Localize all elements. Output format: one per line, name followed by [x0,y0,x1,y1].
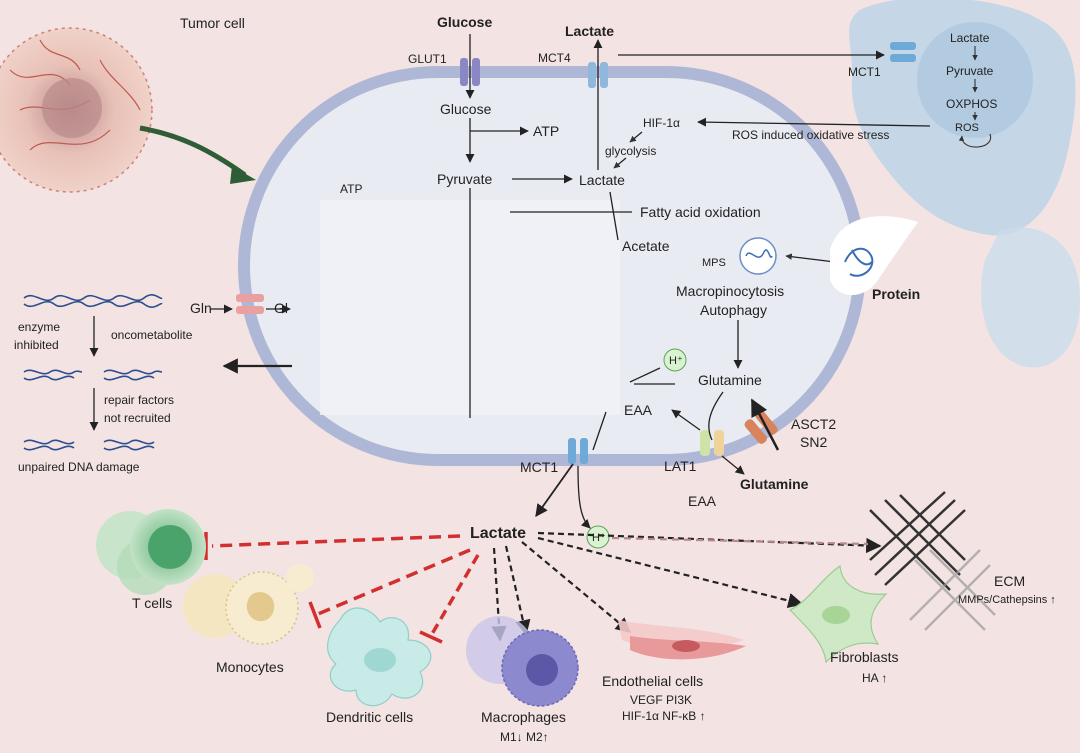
t-cells-label: T cells [132,595,172,611]
glucose-outside-label: Glucose [437,14,492,30]
vegf-pi3k-label: VEGF PI3K [630,693,692,707]
neighbor-ros-label: ROS [955,122,979,134]
mct1-bottom-transporter [568,438,588,464]
gln-transporter [236,294,264,314]
glut1-transporter [460,58,480,86]
t-cells-image [96,509,206,595]
protein-label: Protein [872,286,920,302]
hif1a-label: HIF-1α [643,116,680,130]
lactate-outside-label: Lactate [565,23,614,39]
endothelial-cells-image [618,620,746,660]
ros-stress-label: ROS induced oxidative stress [732,128,889,142]
m1-m2-label: M1↓ M2↑ [500,730,549,744]
inhibited-label: inhibited [14,338,59,352]
tumor-arrowhead [230,166,256,184]
mct4-transporter [588,62,608,88]
lat1-label: LAT1 [664,458,697,474]
inhibition-arrows [204,532,480,644]
glutamine-inside-label: Glutamine [698,372,762,388]
macrophages-label: Macrophages [481,709,566,725]
protein-vesicle [830,216,918,295]
mmps-cathepsins-label: MMPs/Cathepsins ↑ [958,594,1056,606]
dendritic-cells-image [327,607,432,707]
mps-icon [739,237,777,275]
ha-label: HA ↑ [862,671,887,685]
glutamine-outside-label: Glutamine [740,476,809,492]
pathway-arrows [89,34,931,529]
dna-icons [23,294,163,451]
gln-outside-label: Gln [190,300,212,316]
atp-label-left: ATP [340,182,362,196]
neighbor-pyruvate-label: Pyruvate [946,64,994,78]
neighbor-lactate-label: Lactate [950,31,990,45]
glut1-label: GLUT1 [408,52,447,66]
protein-icon [844,247,874,277]
eaa-inside-label: EAA [624,402,653,418]
mct1-top-transporter [890,42,916,62]
mct4-label: MCT4 [538,51,571,65]
pyruvate-label: Pyruvate [437,171,492,187]
sn2-label: SN2 [800,434,827,450]
repair-factors-label: repair factors [104,393,174,407]
ecm-label: ECM [994,573,1025,589]
neighbor-pathway-arrows [958,46,992,148]
mps-label: MPS [702,257,726,269]
main-cell [238,66,866,466]
unpaired-dna-damage-label: unpaired DNA damage [18,460,140,474]
asct2-label: ASCT2 [791,416,836,432]
mct1-bottom-label: MCT1 [520,459,558,475]
tumor-cell-label: Tumor cell [180,15,245,31]
macropinocytosis-label: Macropinocytosis [676,283,784,299]
enzyme-label: enzyme [18,320,60,334]
tumor-cell-image [0,27,153,193]
acetate-label: Acetate [622,238,670,254]
atp-label-right: ATP [533,123,559,139]
not-recruited-label: not recruited [104,411,171,425]
neighbor-oxphos-label: OXPHOS [946,97,997,111]
fatty-acid-oxidation-label: Fatty acid oxidation [640,204,761,220]
glycolysis-label: glycolysis [605,144,656,158]
hif-nfkb-label: HIF-1α NF-κB ↑ [622,709,706,723]
h-plus-in-circle [663,348,687,372]
fibroblasts-label: Fibroblasts [830,649,898,665]
lactate-inside-label: Lactate [579,172,625,188]
h-plus-out-arrow [611,536,869,546]
gln-inside-label: Gl [274,300,288,316]
mct1-top-label: MCT1 [848,65,881,79]
h-plus-inside-label: H⁺ [669,355,683,367]
h-plus-out-circle [586,525,610,549]
dendritic-cells-label: Dendritic cells [326,709,413,725]
lactate-main-label: Lactate [470,525,526,542]
ecm-mesh-image [869,491,996,631]
endothelial-cells-label: Endothelial cells [602,673,703,689]
monocytes-image [183,564,314,645]
autophagy-label: Autophagy [700,302,767,318]
h-plus-outside-label: H⁺ [592,532,606,544]
fibroblasts-image [788,564,888,664]
lat1-transporter [700,430,724,456]
monocytes-label: Monocytes [216,659,284,675]
glucose-inside-label: Glucose [440,101,492,117]
macrophages-image [466,616,579,707]
eaa-outside-label: EAA [688,493,717,509]
oncometabolite-label: oncometabolite [111,328,193,342]
